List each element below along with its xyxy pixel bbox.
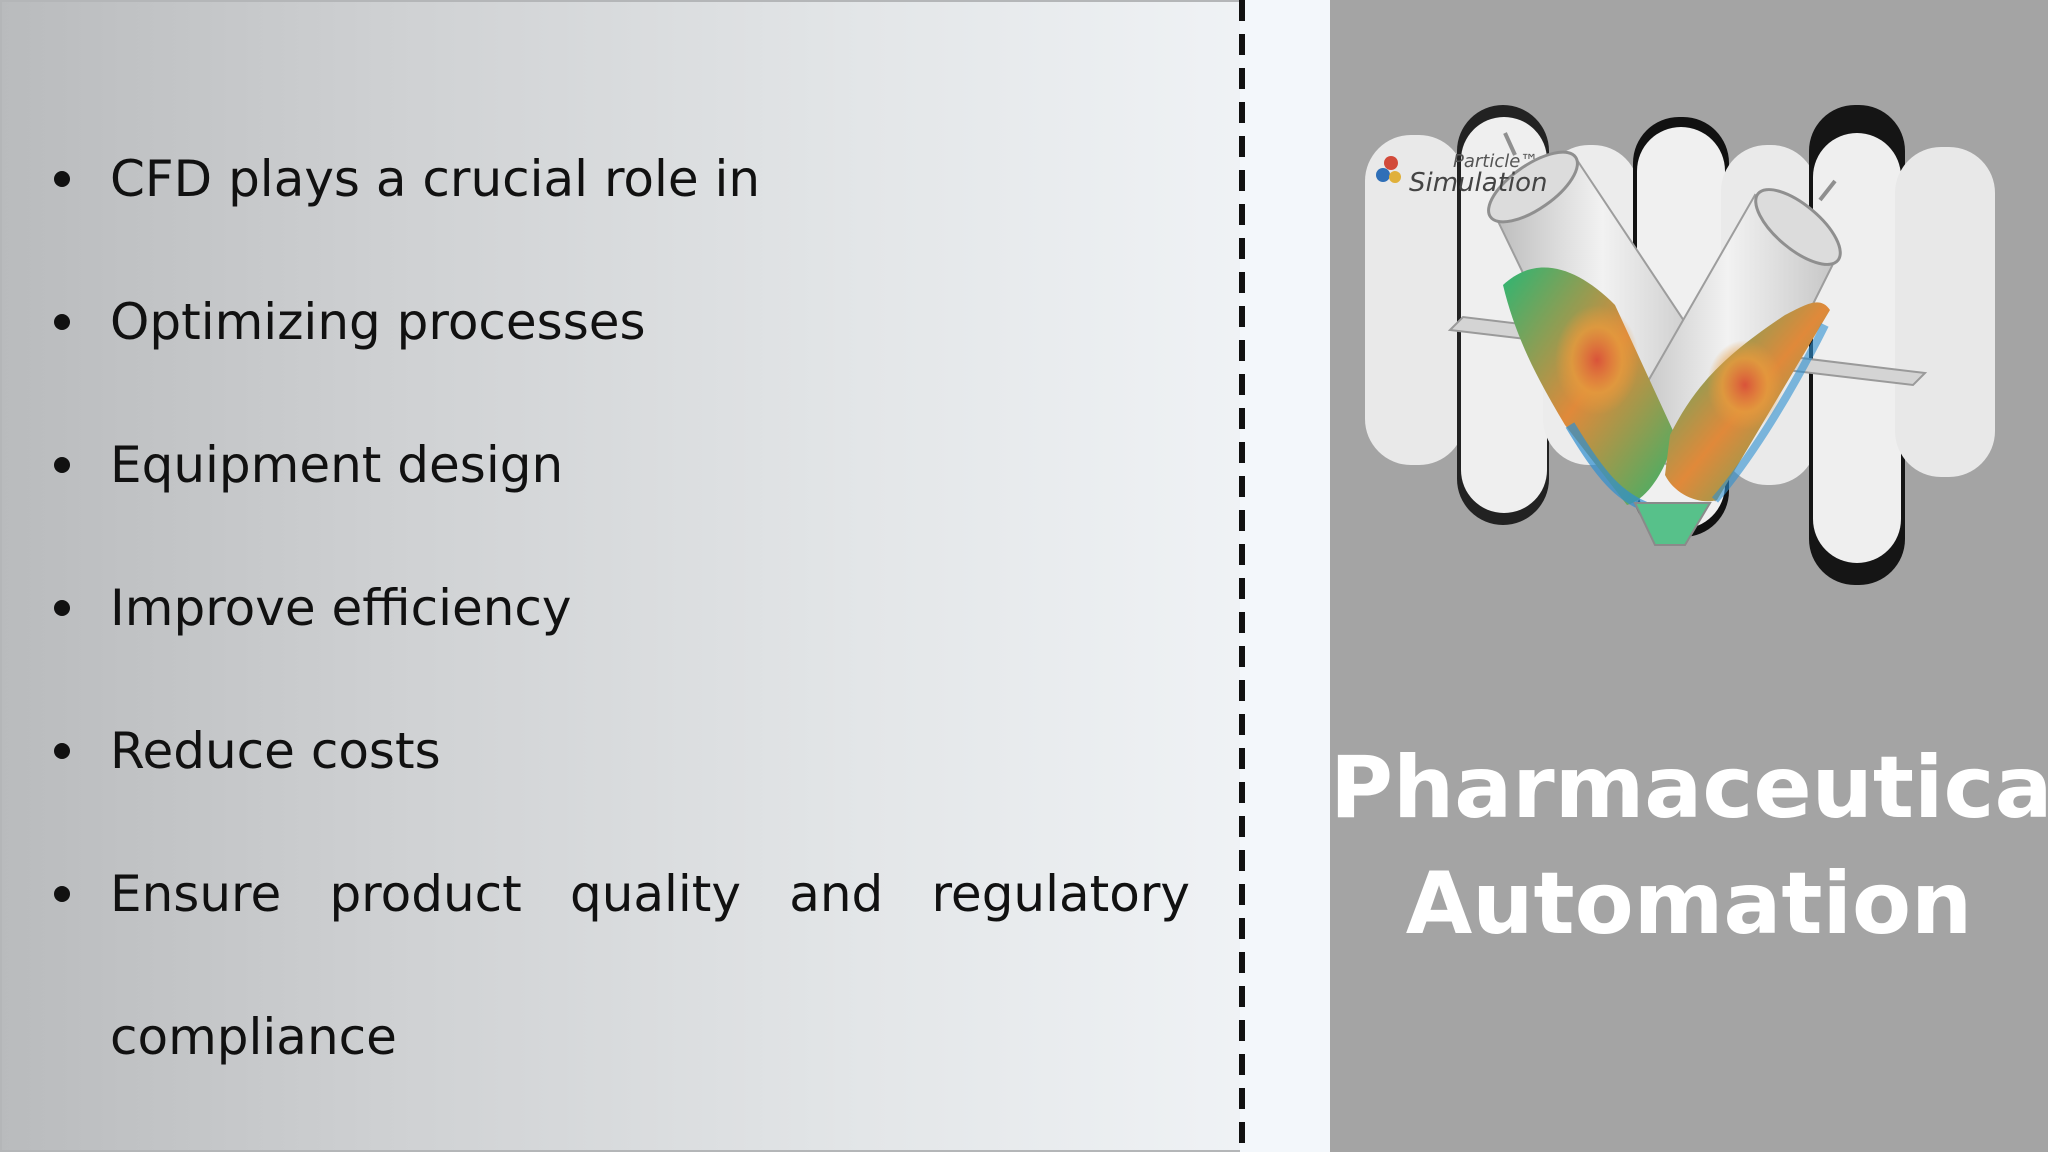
slide-title: Pharmaceutical Automation — [1330, 730, 2048, 962]
bullet-text: Ensure product quality and regulatory co… — [110, 865, 1190, 1066]
bullet-text: Improve efficiency — [110, 579, 572, 637]
bullet-text: CFD plays a crucial role in — [110, 150, 761, 208]
bullet-item: CFD plays a crucial role in — [50, 108, 1190, 251]
cfd-blender-image: Particle™ Simulation — [1365, 105, 1995, 585]
bullet-item: Equipment design — [50, 394, 1190, 537]
title-line-2: Automation — [1405, 854, 1973, 954]
bullet-dot-icon — [54, 886, 70, 902]
bullet-item: Ensure product quality and regulatory co… — [50, 823, 1190, 1109]
logo-text-top: Particle™ — [1453, 151, 1538, 172]
content-panel — [0, 0, 1330, 1152]
title-line-1: Pharmaceutical — [1330, 738, 2048, 838]
side-strip — [1240, 0, 1330, 1152]
bullet-dot-icon — [54, 457, 70, 473]
bullet-dot-icon — [54, 743, 70, 759]
bullet-dot-icon — [54, 314, 70, 330]
bullet-item: Improve efficiency — [50, 537, 1190, 680]
dashed-divider — [1239, 0, 1245, 1152]
bullet-dot-icon — [54, 600, 70, 616]
bullet-item: Reduce costs — [50, 680, 1190, 823]
logo-text-bottom: Simulation — [1409, 168, 1548, 198]
bullet-item: Optimizing processes — [50, 251, 1190, 394]
bullet-text: Reduce costs — [110, 722, 441, 780]
v-vessel — [1487, 132, 1842, 546]
bullet-list: CFD plays a crucial role in Optimizing p… — [50, 108, 1190, 1109]
bullet-dot-icon — [54, 171, 70, 187]
bullet-text: Equipment design — [110, 436, 564, 494]
bullet-text: Optimizing processes — [110, 293, 646, 351]
simulation-logo: Particle™ Simulation — [1376, 151, 1548, 198]
